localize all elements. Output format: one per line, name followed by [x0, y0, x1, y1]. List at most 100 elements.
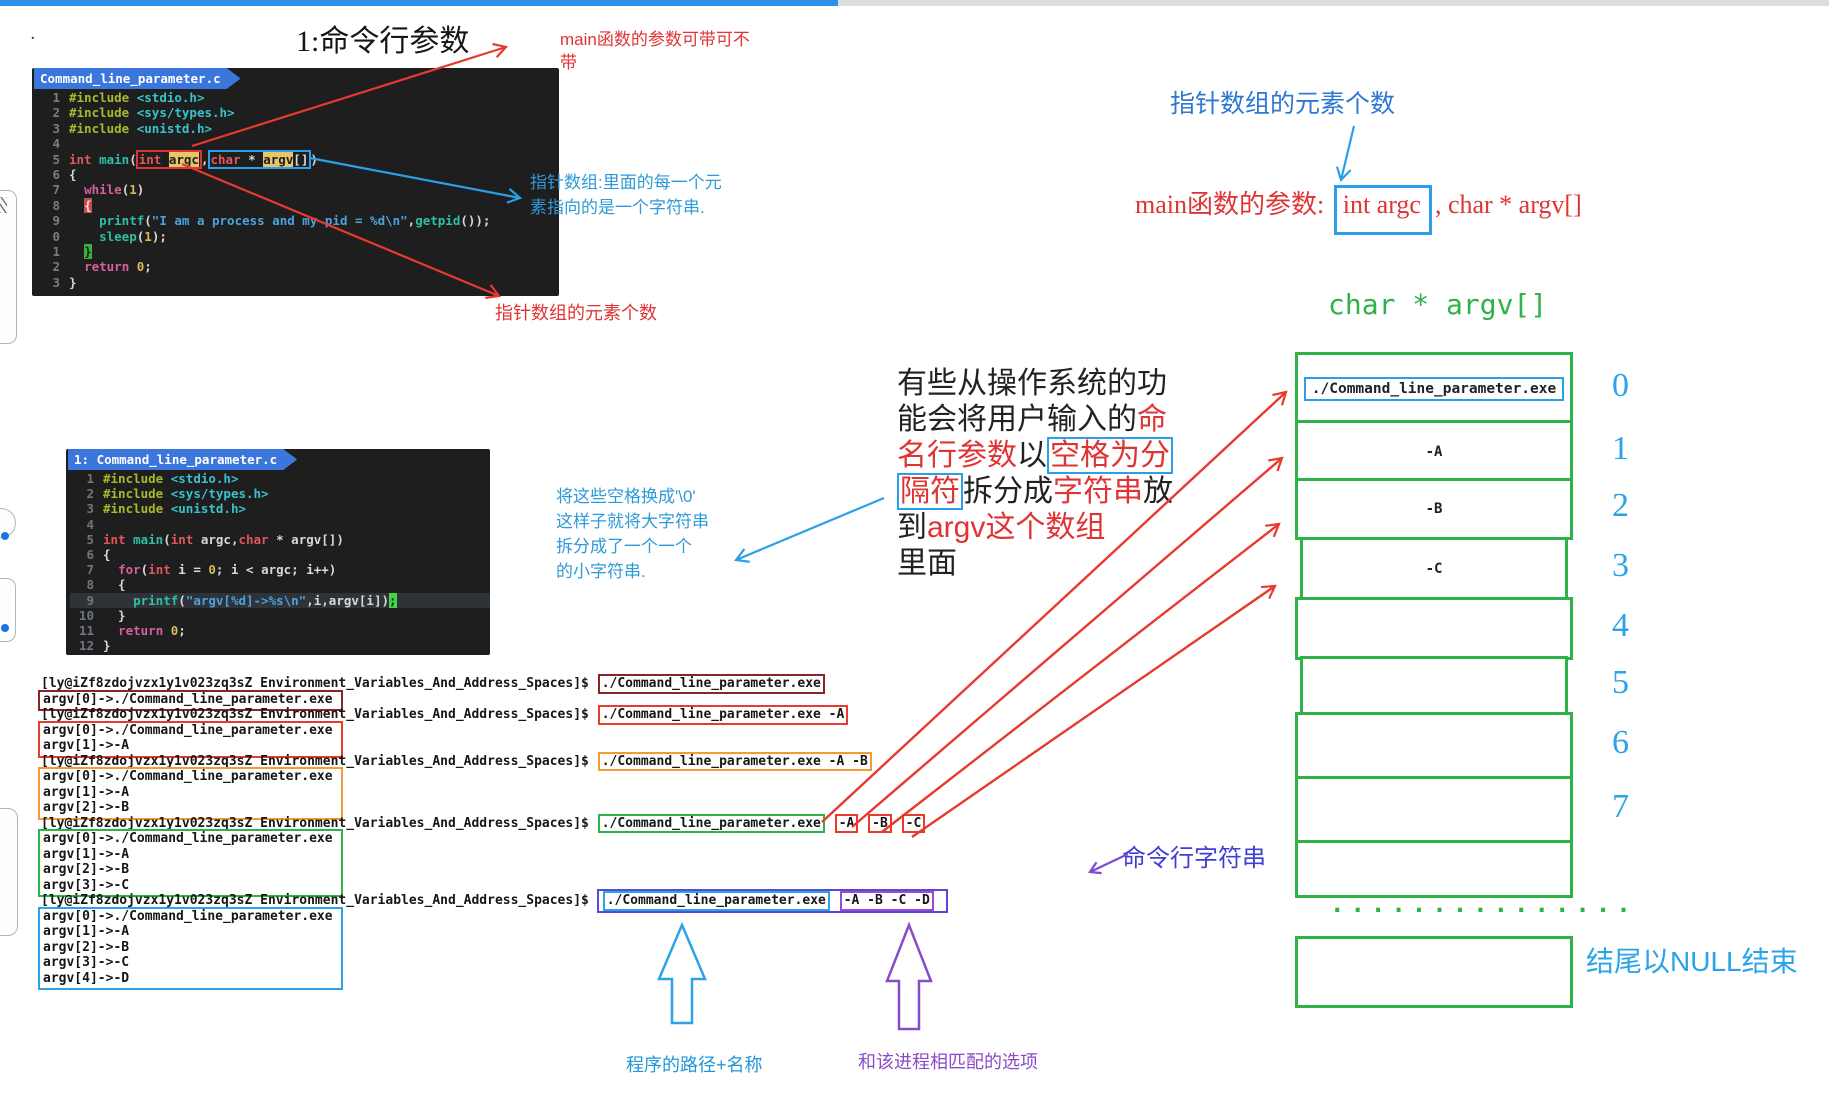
code-token: #include — [69, 90, 130, 105]
code-token: 1 — [144, 228, 152, 244]
line-number: 2 — [52, 259, 60, 275]
array-index-label: 1 — [1612, 430, 1629, 467]
code-token: } — [69, 274, 77, 290]
argv-output-line: argv[4]->-D — [43, 970, 130, 986]
note-line: 拆分成了一个一个 — [556, 537, 692, 556]
command-box: ./Command_line_parameter.exe -A — [597, 705, 849, 725]
code-token — [69, 213, 99, 228]
array-cell — [1295, 776, 1573, 844]
code-token — [103, 593, 133, 608]
code-line: 3} — [36, 275, 559, 290]
code-token: ()); — [460, 213, 491, 229]
line-number: 2 — [86, 486, 94, 502]
note-line: 这样子就将大字符串 — [556, 512, 709, 531]
argv-output-line: argv[3]->-C — [43, 955, 130, 970]
code-line: 3#include <unistd.h> — [36, 121, 559, 136]
side-scrollbar-widget[interactable] — [0, 190, 17, 344]
note-pointer-array: 指针数组:里面的每一个元 素指向的是一个字符串. — [530, 170, 722, 220]
blue-dot-icon — [1, 532, 9, 540]
code-token: #include — [69, 120, 130, 136]
argv-output-line: argv[1]->-A — [43, 784, 130, 800]
array-index-label: 6 — [1612, 724, 1629, 761]
code-token: ); — [151, 228, 167, 244]
code-token: argc — [168, 151, 199, 167]
code-token: ; — [144, 259, 152, 275]
code-lines: 1#include <stdio.h>2#include <sys/types.… — [70, 471, 490, 653]
code-token: ,i,argv[i]) — [306, 592, 390, 608]
code-token: <unistd.h> — [136, 120, 213, 136]
code-token: #include — [103, 471, 164, 486]
code-token — [69, 182, 84, 197]
side-panel-edge[interactable] — [0, 808, 18, 936]
code-token: #include — [103, 501, 164, 517]
grip-icon — [0, 197, 7, 213]
command-outer-box: ./Command_line_parameter.exe -A -B -C -D — [596, 889, 948, 913]
hollow-up-arrow-purple — [885, 921, 933, 1031]
paragraph-segment: 有些从操作系统的功 — [897, 367, 1167, 400]
cell-value: -B — [1425, 501, 1443, 517]
hollow-up-arrow-blue — [657, 921, 707, 1025]
code-lines: 1#include <stdio.h>2#include <sys/types.… — [36, 90, 559, 290]
paragraph-segment: 里面 — [897, 547, 957, 580]
array-index-label: 2 — [1612, 487, 1629, 524]
code-token: int — [69, 151, 92, 167]
code-token: i = — [170, 562, 209, 578]
argv-output-line: argv[0]->./Command_line_parameter.exe — [43, 691, 333, 707]
paragraph-line: 到argv这个数组 — [897, 510, 1173, 546]
code-token: <stdio.h> — [170, 471, 239, 486]
note-split-string: 将这些空格换成'\0' 这样子就将大字符串 拆分成了一个一个 的小字符串. — [556, 484, 709, 584]
code-token — [103, 623, 118, 638]
array-cell — [1300, 656, 1568, 716]
paragraph-segment: 以 — [1017, 439, 1047, 472]
code-line: 2#include <sys/types.h> — [36, 105, 559, 120]
code-token — [69, 198, 84, 213]
paragraph-segment: 能会将用户输入的 — [897, 403, 1137, 436]
code-token: printf — [133, 592, 179, 608]
code-token: <unistd.h> — [170, 501, 247, 517]
side-tool-button[interactable] — [0, 578, 16, 642]
line-number: 8 — [52, 197, 60, 213]
paragraph-segment: 命 — [1137, 403, 1167, 436]
paragraph-os-splits-args: 有些从操作系统的功能会将用户输入的命名行参数以空格为分隔符拆分成字符串放到arg… — [897, 366, 1173, 582]
paragraph-segment: 空格为分 — [1047, 437, 1173, 474]
page-title: 1:命令行参数 — [296, 25, 470, 58]
code-token: 1 — [129, 182, 137, 198]
code-token — [129, 105, 137, 120]
editor-tab[interactable]: Command_line_parameter.c — [34, 68, 241, 89]
line-number: 3 — [52, 274, 60, 290]
paragraph-segment: 放 — [1143, 475, 1173, 508]
code-token — [129, 259, 137, 274]
note-element-count: 指针数组的元素个数 — [495, 303, 657, 323]
array-index-label: 3 — [1612, 547, 1629, 584]
code-token: ( — [140, 562, 149, 578]
line-number: 1 — [52, 243, 60, 259]
code-token: ( — [136, 228, 145, 244]
line-number: 5 — [86, 531, 94, 547]
code-token: int — [103, 531, 126, 547]
code-token: #include — [69, 105, 130, 121]
paragraph-line: 有些从操作系统的功 — [897, 366, 1173, 402]
code-token: ( — [144, 213, 152, 229]
cmd-string-label: 命令行字符串 — [1122, 845, 1266, 872]
code-token — [126, 532, 134, 547]
code-token: 0 — [208, 562, 216, 578]
code-token: argc, — [193, 531, 239, 547]
code-token: "argv[%d]->%s\n" — [185, 592, 307, 608]
code-token: 0 — [170, 622, 179, 638]
cell-value: -A — [1425, 444, 1443, 460]
line-number: 6 — [52, 166, 60, 182]
code-token — [69, 244, 84, 259]
code-line: 7 while(1) — [36, 182, 559, 197]
editor-tab[interactable]: 1: Command_line_parameter.c — [68, 449, 297, 470]
code-line: 10 } — [70, 608, 490, 623]
code-line: 11 return 0; — [70, 623, 490, 638]
code-token: argv — [263, 151, 294, 167]
line-number: 9 — [86, 592, 94, 608]
code-token — [163, 623, 171, 638]
array-index-label: 7 — [1612, 788, 1629, 825]
paragraph-segment: 名行参数 — [897, 439, 1017, 472]
code-line: 2#include <sys/types.h> — [70, 486, 490, 501]
